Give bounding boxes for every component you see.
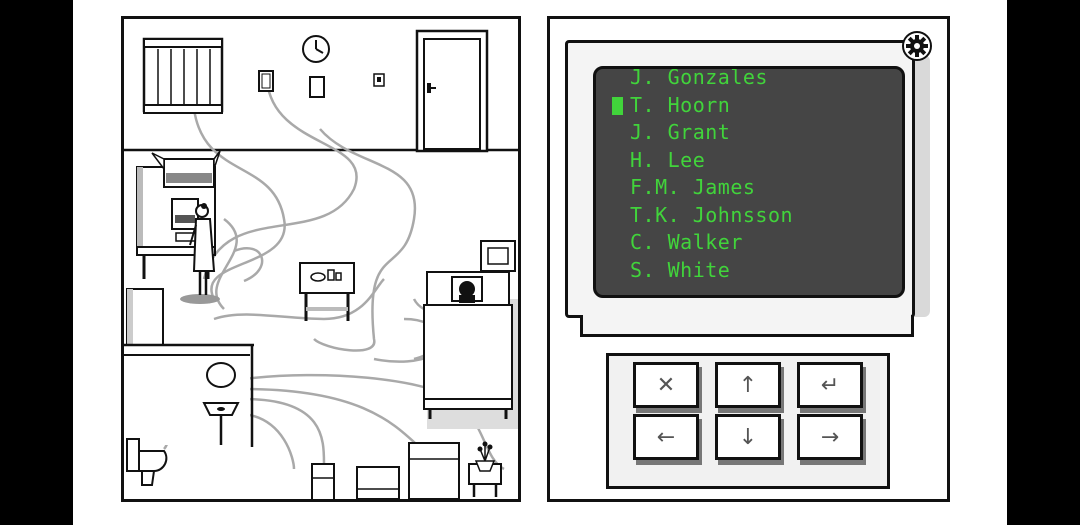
name-entry[interactable]: T.K. Johnsson	[630, 202, 794, 227]
radiator	[142, 37, 224, 114]
right-key[interactable]: →	[797, 414, 863, 460]
left-key[interactable]: ←	[633, 414, 699, 460]
name-entry-selected[interactable]: T. Hoorn	[630, 92, 731, 117]
bathroom	[124, 343, 254, 447]
name-entry[interactable]: J. Grant	[630, 120, 731, 144]
monitor-base	[580, 315, 914, 337]
name-entry[interactable]: C. Walker	[630, 230, 743, 254]
settings-button[interactable]	[902, 31, 932, 61]
enter-icon: ↵	[820, 372, 840, 398]
player-character[interactable]	[189, 203, 216, 295]
door[interactable]	[415, 29, 489, 153]
sink[interactable]	[202, 402, 240, 445]
wall-notice	[309, 76, 325, 98]
plant-table[interactable]	[468, 441, 502, 498]
name-entry[interactable]: J. Gonzales	[630, 66, 768, 89]
arrow-left-icon: ←	[656, 424, 676, 450]
gear-icon	[906, 35, 928, 57]
dresser	[408, 442, 460, 499]
terminal-screen: J. Gonzales T. Hoorn J. Grant H. Lee F.M…	[593, 66, 905, 298]
crt-monitor: J. Gonzales T. Hoorn J. Grant H. Lee F.M…	[565, 40, 915, 318]
close-icon: ✕	[656, 372, 676, 398]
game-stage: J. Gonzales T. Hoorn J. Grant H. Lee F.M…	[73, 0, 1007, 525]
room-floorplan	[124, 29, 518, 499]
arrow-up-icon: ↑	[738, 372, 758, 398]
name-entry[interactable]: H. Lee	[630, 147, 706, 172]
storage-box	[356, 466, 400, 499]
keypad: ✕ ↑ ↵ ← ↓ →	[606, 353, 890, 489]
side-table[interactable]	[299, 262, 355, 321]
mini-fridge	[311, 463, 335, 499]
arrow-down-icon: ↓	[738, 424, 758, 450]
person-shadow	[180, 294, 220, 304]
name-entry[interactable]: F.M. James	[630, 175, 756, 199]
mirror	[206, 362, 236, 388]
close-key[interactable]: ✕	[633, 362, 699, 408]
arrow-right-icon: →	[820, 424, 840, 450]
name-entry[interactable]: S. White	[630, 257, 731, 282]
room-panel	[121, 16, 521, 502]
selection-cursor	[612, 96, 623, 115]
down-key[interactable]: ↓	[715, 414, 781, 460]
bed[interactable]	[423, 271, 518, 429]
terminal-panel: J. Gonzales T. Hoorn J. Grant H. Lee F.M…	[547, 16, 950, 502]
toilet[interactable]	[126, 438, 168, 486]
clock-icon	[302, 35, 330, 63]
up-key[interactable]: ↑	[715, 362, 781, 408]
enter-key[interactable]: ↵	[797, 362, 863, 408]
